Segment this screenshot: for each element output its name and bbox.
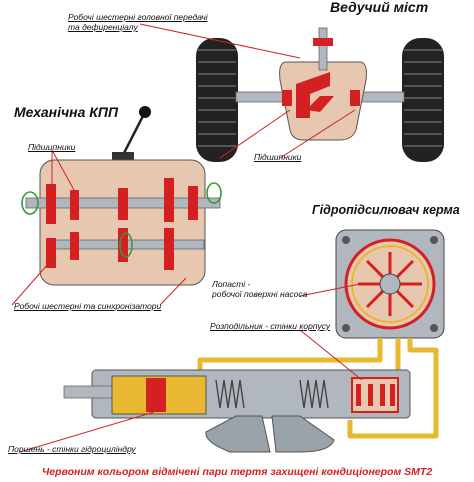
input-shaft	[318, 27, 328, 71]
pitman-arm-left	[205, 415, 271, 453]
left-tire	[196, 38, 238, 162]
footer-caption: Червоним кольором відмічені пари тертя з…	[41, 466, 433, 478]
pitman-arm-right	[271, 415, 335, 453]
power-steering-heading: Гідропідсилювач керма	[312, 203, 460, 217]
pinion-gear	[306, 96, 334, 112]
steering-gear-illustration	[19, 329, 439, 453]
piston	[146, 378, 166, 412]
label-pump-blades: Лопасті - робочої поверхні насоса	[212, 279, 308, 299]
label-gearbox-bearings: Підшипники	[28, 142, 76, 152]
power-steering-pump-illustration	[299, 229, 445, 339]
label-gearbox-gears: Робочі шестерні та синхронізатори	[14, 301, 162, 311]
drive-axle-heading: Ведучий міст	[330, 0, 429, 15]
label-distributor: Розподільник - стінки корпусу	[210, 321, 331, 331]
right-tire	[402, 38, 444, 162]
shift-lever	[120, 113, 146, 158]
shift-knob	[139, 106, 151, 118]
manual-gearbox-illustration	[11, 106, 222, 306]
manual-gearbox-heading: Механічна КПП	[14, 104, 119, 120]
label-piston: Поршень - стінки гідроциліндру	[8, 444, 136, 454]
label-axle-bearings: Підшипники	[254, 152, 302, 162]
piston-rod	[63, 385, 115, 399]
label-axle-gears: Робочі шестерні головної передачі та деф…	[68, 12, 208, 32]
drive-axle-illustration	[139, 23, 444, 162]
gearbox-housing	[39, 159, 206, 286]
ring-gear	[296, 72, 330, 118]
